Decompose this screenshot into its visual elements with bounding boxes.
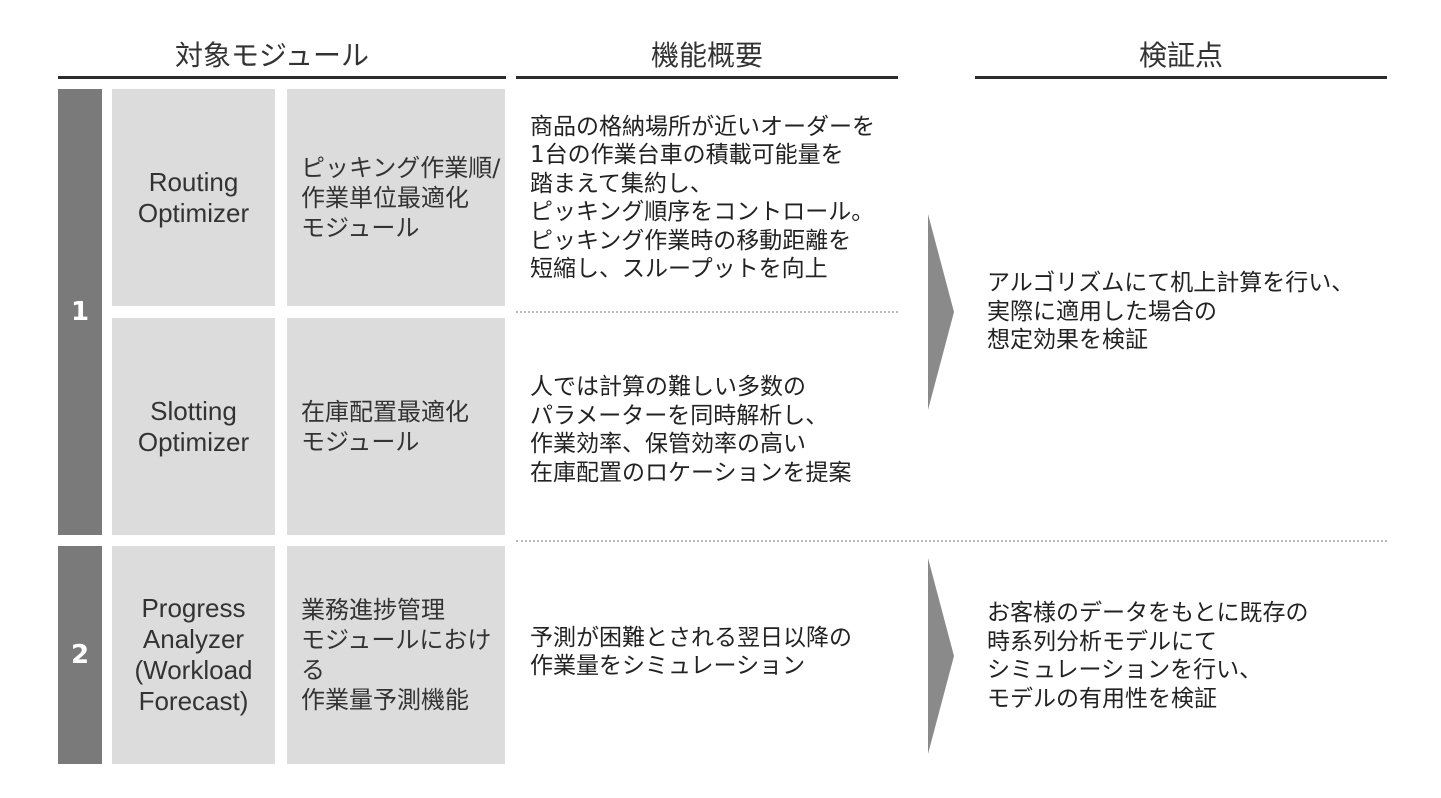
divider-dotted-function	[516, 311, 898, 313]
header-underline-function	[516, 76, 898, 79]
header-underline-module	[58, 76, 506, 79]
verification-group-2: お客様のデータをもとに既存の 時系列分析モデルにて シミュレーションを行い、 モ…	[987, 600, 1309, 712]
arrow-right-icon-1	[928, 214, 954, 410]
module-name-jp-slotting: 在庫配置最適化 モジュール	[287, 318, 505, 535]
group-number-1: 1	[58, 89, 102, 535]
arrow-right-icon-2	[928, 558, 954, 754]
group-number-2: 2	[58, 546, 102, 764]
header-function: 機能概要	[650, 39, 763, 72]
module-name-en-routing: Routing Optimizer	[112, 89, 275, 306]
module-name-en-slotting: Slotting Optimizer	[112, 318, 275, 535]
header-verification: 検証点	[1138, 39, 1223, 72]
verification-group-1: アルゴリズムにて机上計算を行い、 実際に適用した場合の 想定効果を検証	[987, 270, 1355, 354]
header-underline-verification	[975, 76, 1387, 79]
description-progress: 予測が困難とされる翌日以降の 作業量をシミュレーション	[530, 624, 852, 680]
description-routing: 商品の格納場所が近いオーダーを 1台の作業台車の積載可能量を 踏まえて集約し、 …	[530, 113, 875, 283]
module-name-jp-progress: 業務進捗管理 モジュールにおける 作業量予測機能	[287, 546, 505, 764]
module-name-en-progress: Progress Analyzer (Workload Forecast)	[112, 546, 275, 764]
description-slotting: 人では計算の難しい多数の パラメーターを同時解析し、 作業効率、保管効率の高い …	[530, 374, 852, 486]
divider-dotted-groups	[516, 540, 1387, 542]
module-name-jp-routing: ピッキング作業順/ 作業単位最適化 モジュール	[287, 89, 505, 306]
header-module: 対象モジュール	[174, 39, 370, 72]
